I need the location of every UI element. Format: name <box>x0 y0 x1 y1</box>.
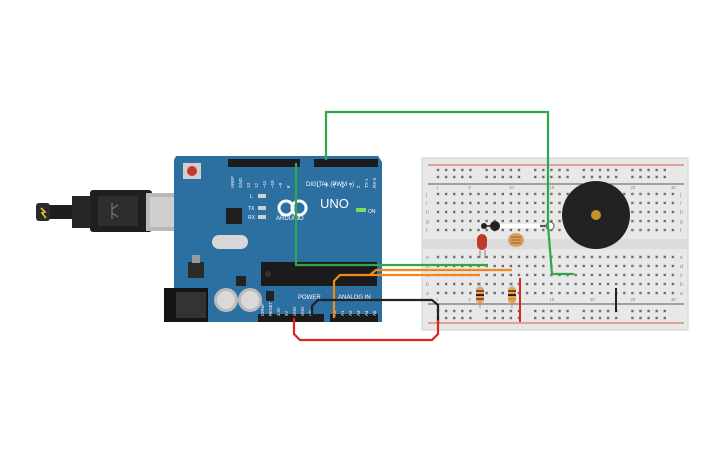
red-led[interactable] <box>477 234 487 258</box>
row-letter: a <box>680 291 683 297</box>
resistor-2[interactable] <box>508 282 516 308</box>
row-letter: j <box>679 192 681 198</box>
power-pin-label: IOREF <box>260 303 265 316</box>
digital-pin-label: ~3 <box>348 182 353 188</box>
column-number: 30 <box>671 185 677 190</box>
digital-pin-label: 4 <box>340 185 345 188</box>
digital-pin-label: ~10 <box>270 180 275 188</box>
digital-pin-label: 12 <box>254 182 259 188</box>
brand-label: ARDUINO <box>276 216 304 222</box>
analog-pin-label: A3 <box>356 310 361 316</box>
led-label-rx: RX <box>248 215 256 221</box>
row-letter: d <box>680 264 683 270</box>
analog-pin-label: A2 <box>348 310 353 316</box>
row-letter: e <box>680 255 683 261</box>
column-number: 20 <box>590 297 596 302</box>
digital-pin-label: 7 <box>316 185 321 188</box>
column-number: 30 <box>671 297 677 302</box>
power-pin-label: Vin <box>308 309 313 316</box>
row-letter: g <box>426 219 429 225</box>
breadboard[interactable] <box>421 157 689 331</box>
digital-pin-label: 13 <box>246 182 251 188</box>
digital-pin-label: ~5 <box>332 182 337 188</box>
digital-pin-label: 2 <box>356 185 361 188</box>
power-pin-label: 5V <box>284 311 289 316</box>
digital-pin-label: GND <box>238 177 243 188</box>
row-letter: e <box>426 255 429 261</box>
wire-green-mid[interactable] <box>294 163 488 267</box>
arduino-logo-icon <box>277 199 308 217</box>
row-letter: d <box>426 264 429 270</box>
digital-pin-label: ~6 <box>324 182 329 188</box>
analog-label: ANALOG IN <box>338 295 371 301</box>
uno-label: UNO <box>320 196 349 211</box>
column-number: 5 <box>468 297 471 302</box>
row-letter: f <box>426 228 428 234</box>
digital-pin-label: TX 1 <box>364 178 369 188</box>
power-pin-label: 3.3V <box>276 307 281 316</box>
on-label: ON <box>368 209 376 215</box>
row-letter: b <box>680 282 683 288</box>
led-label-l: L <box>250 194 253 200</box>
digital-pin-label: ~9 <box>278 182 283 188</box>
power-pin-label: GND <box>300 307 305 316</box>
row-letter: b <box>426 282 429 288</box>
piezo-buzzer[interactable] <box>562 181 630 249</box>
column-number: 15 <box>549 185 555 190</box>
arduino-uno-board[interactable] <box>164 156 382 322</box>
digital-label: DIGITAL (PWM ~) <box>306 182 354 188</box>
row-letter: i <box>426 201 427 207</box>
column-number: 1 <box>436 185 439 190</box>
power-pin-label: RESET <box>268 302 273 316</box>
column-number: 25 <box>630 185 636 190</box>
wire-black[interactable] <box>310 298 440 324</box>
analog-pin-label: A5 <box>372 310 377 316</box>
row-letter: a <box>426 291 429 297</box>
digital-pin-label: RX 0 <box>372 177 377 188</box>
digital-pin-label: AREF <box>230 176 235 188</box>
column-number: 5 <box>468 185 471 190</box>
column-number: 25 <box>630 297 636 302</box>
wire-red[interactable] <box>292 318 440 342</box>
power-label: POWER <box>298 295 321 301</box>
thermistor[interactable] <box>481 221 555 231</box>
row-letter: j <box>425 192 427 198</box>
row-letter: h <box>680 210 683 216</box>
row-letter: f <box>680 228 682 234</box>
wire-green-top[interactable] <box>324 110 574 276</box>
photoresistor[interactable] <box>508 233 524 247</box>
row-letter: g <box>680 219 683 225</box>
digital-pin-label: 8 <box>286 185 291 188</box>
analog-pin-label: A1 <box>340 310 345 316</box>
analog-pin-label: A4 <box>364 310 369 316</box>
column-number: 15 <box>549 297 555 302</box>
led-label-tx: TX <box>248 206 255 212</box>
wire-orange-upper[interactable] <box>369 268 512 276</box>
resistor-1[interactable] <box>476 282 484 308</box>
row-letter: c <box>680 273 683 279</box>
column-number: 1 <box>436 297 439 302</box>
row-letter: h <box>426 210 429 216</box>
power-pin-label: GND <box>292 307 297 316</box>
column-number: 10 <box>509 185 515 190</box>
row-letter: i <box>680 201 681 207</box>
digital-pin-label: ~11 <box>262 180 267 188</box>
